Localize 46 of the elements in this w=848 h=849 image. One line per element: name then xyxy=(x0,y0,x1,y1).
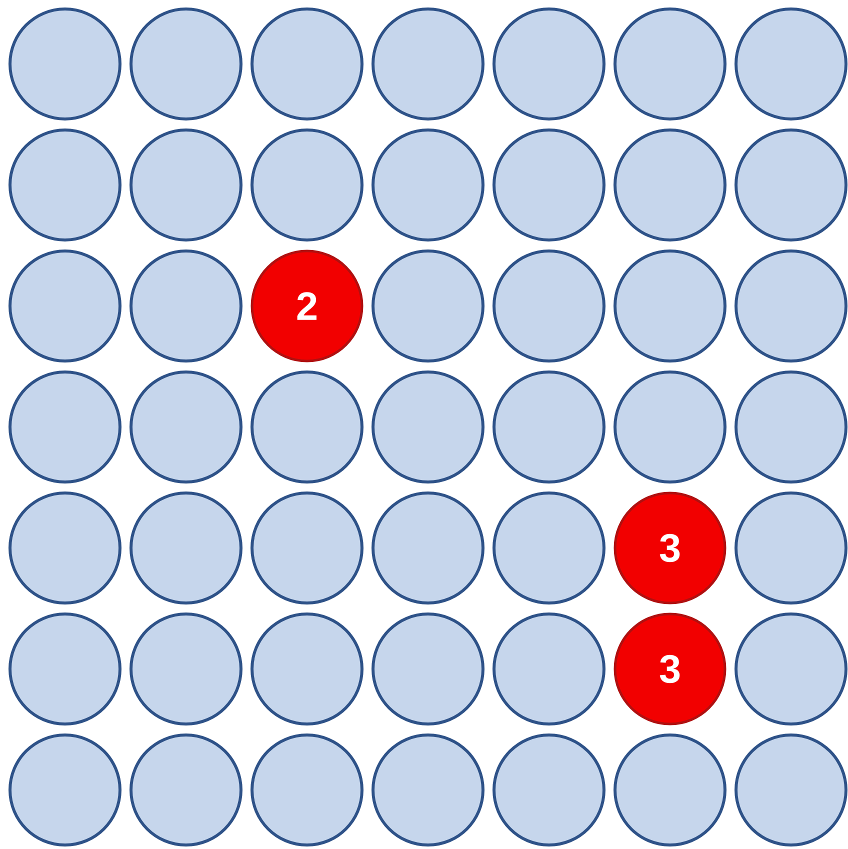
circle xyxy=(8,612,122,726)
circle xyxy=(372,250,484,362)
circle xyxy=(614,250,726,362)
circle xyxy=(130,8,242,120)
circle xyxy=(8,250,122,362)
circle xyxy=(614,734,726,846)
circle xyxy=(372,612,484,726)
circle xyxy=(372,734,484,846)
circle xyxy=(8,8,122,120)
circle xyxy=(8,128,122,242)
circle xyxy=(492,250,606,362)
circle xyxy=(130,250,242,362)
circle xyxy=(372,370,484,484)
circle xyxy=(372,128,484,242)
circle xyxy=(492,128,606,242)
circle xyxy=(492,492,606,604)
circle xyxy=(130,734,242,846)
circle xyxy=(734,128,848,242)
circle xyxy=(372,8,484,120)
circle xyxy=(130,370,242,484)
circle xyxy=(250,128,364,242)
circle xyxy=(734,370,848,484)
circle xyxy=(250,8,364,120)
circle xyxy=(250,734,364,846)
circle xyxy=(614,128,726,242)
circle xyxy=(250,370,364,484)
circle xyxy=(8,734,122,846)
circle xyxy=(250,492,364,604)
circle xyxy=(8,492,122,604)
circle xyxy=(130,128,242,242)
circle xyxy=(734,492,848,604)
circle xyxy=(492,8,606,120)
circle xyxy=(130,492,242,604)
circle xyxy=(250,612,364,726)
circle xyxy=(372,492,484,604)
circle xyxy=(734,612,848,726)
circle xyxy=(734,8,848,120)
circle xyxy=(614,8,726,120)
circle xyxy=(734,734,848,846)
circle xyxy=(492,734,606,846)
circle xyxy=(734,250,848,362)
circle xyxy=(130,612,242,726)
circle xyxy=(8,370,122,484)
circle xyxy=(492,370,606,484)
circle xyxy=(492,612,606,726)
circle xyxy=(614,370,726,484)
